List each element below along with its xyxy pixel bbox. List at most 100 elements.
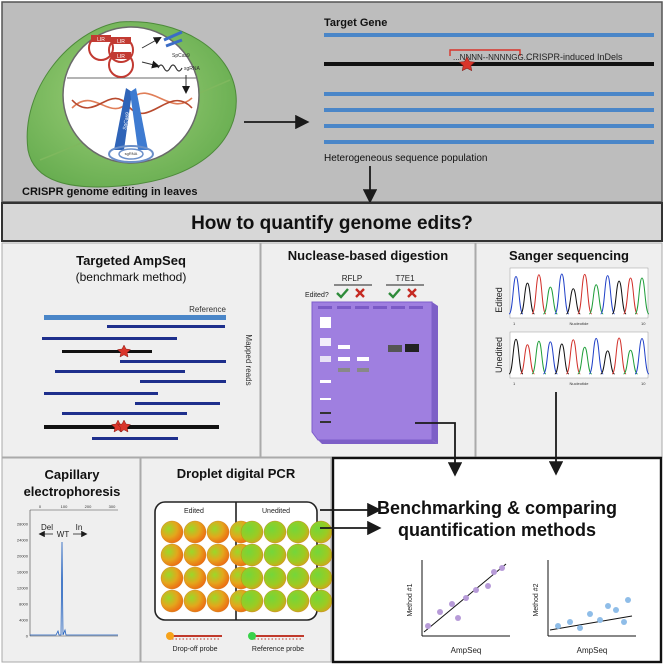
target-gene-label: Target Gene xyxy=(324,17,387,29)
scatter2-point xyxy=(625,597,631,603)
scatter1-point xyxy=(449,601,455,607)
cas9-label: SpCas9 xyxy=(122,112,131,131)
t7e1-check-icon xyxy=(388,288,401,299)
chromatogram-peak xyxy=(611,280,627,315)
ampseq-title: Targeted AmpSeq xyxy=(76,253,186,268)
read-4 xyxy=(55,370,185,373)
mapped-reads xyxy=(42,325,226,440)
chromatogram-peak xyxy=(623,349,639,375)
droplet xyxy=(309,589,333,613)
chromatogram-peak xyxy=(565,339,581,375)
rflp-check-icon xyxy=(336,288,349,299)
chromatogram-peak xyxy=(519,344,535,375)
scatter2-point xyxy=(577,625,583,631)
droplet xyxy=(263,589,287,613)
droplets-unedited xyxy=(240,520,333,613)
ce-trace xyxy=(30,541,118,636)
chromatogram-peak xyxy=(565,288,581,315)
read-8 xyxy=(62,412,187,415)
chromatogram-edited xyxy=(509,267,649,319)
droplet xyxy=(206,543,230,567)
droplet xyxy=(309,566,333,590)
scatter2-point xyxy=(555,623,561,629)
reference-label: Reference xyxy=(189,305,226,314)
reference-read xyxy=(44,315,226,320)
sanger-peaks-edited xyxy=(508,273,650,315)
ce-y-tick: 24000 xyxy=(17,538,29,543)
benchmark-title-line1: Benchmarking & comparing xyxy=(377,498,617,518)
chromatogram-peak xyxy=(634,277,650,315)
indel-label: CRISPR-induced InDels xyxy=(526,52,623,62)
ce-x-tick: 300 xyxy=(109,504,116,509)
ce-y-tick: 8000 xyxy=(19,602,29,607)
chromatogram-peak xyxy=(531,340,547,375)
ddpcr-title: Droplet digital PCR xyxy=(177,466,296,481)
read-9 xyxy=(92,437,178,440)
chromatogram-peak xyxy=(600,350,615,375)
gel-bands xyxy=(338,344,419,372)
scatter2-point xyxy=(587,611,593,617)
scatter2-ylabel: Method #2 xyxy=(533,583,540,616)
scatter1-point xyxy=(455,615,461,621)
droplet xyxy=(240,543,264,567)
indel-bracket xyxy=(449,49,521,56)
gel-ladder xyxy=(320,317,331,423)
droplet xyxy=(263,520,287,544)
droplet xyxy=(183,589,207,613)
rflp-cross-icon xyxy=(355,288,365,298)
chromatogram-peak xyxy=(508,276,524,315)
population-label: Heterogeneous sequence population xyxy=(324,153,487,164)
droplet xyxy=(183,520,207,544)
t7e1-label: T7E1 xyxy=(395,274,415,283)
benchmark-panel xyxy=(331,456,663,664)
chromatogram-peak xyxy=(588,284,604,315)
sanger-title: Sanger sequencing xyxy=(509,248,629,263)
reference-probe-icon xyxy=(248,632,304,640)
mapped-reads-label: Mapped reads xyxy=(244,334,253,385)
droplet xyxy=(263,566,287,590)
scatter1-point xyxy=(425,623,431,629)
sanger-peaks-unedited xyxy=(508,337,650,375)
droplet xyxy=(183,566,207,590)
scatter-plot-method1 xyxy=(421,560,510,637)
chromatogram-peak xyxy=(577,273,593,315)
lir-replicon-1: LIR xyxy=(108,37,134,63)
spcas9-label: SpCas9 xyxy=(172,53,190,59)
reference-probe-label: Reference probe xyxy=(252,646,304,653)
scatter1-point xyxy=(491,569,497,575)
ce-y-tick: 20000 xyxy=(17,554,29,559)
sanger-unedited-tick-end: 10 xyxy=(641,381,646,386)
sgrna-icon xyxy=(157,64,183,72)
t7e1-cross-icon xyxy=(407,288,417,298)
lir-replicon-3: LIR xyxy=(108,52,134,78)
sanger-edited-xaxis-label: Nucleotide xyxy=(570,321,590,326)
chromatogram-unedited xyxy=(509,331,649,379)
ce-del-label: Del xyxy=(41,523,53,532)
population-allele-2 xyxy=(324,108,654,112)
scatter1-point xyxy=(485,583,491,589)
sanger-unedited-xaxis-label: Nucleotide xyxy=(570,381,590,386)
reference-allele-bar xyxy=(324,33,654,37)
population-allele-3 xyxy=(324,124,654,128)
chromatogram-peak xyxy=(577,346,593,375)
droplet xyxy=(286,566,310,590)
read-3 xyxy=(120,360,226,363)
expression-arrow-1 xyxy=(141,37,162,49)
dropoff-probe-icon xyxy=(166,632,222,640)
scatter2-point xyxy=(605,603,611,609)
chromatogram-peak xyxy=(600,275,616,315)
capillary-title-line2: electrophoresis xyxy=(24,484,121,499)
population-allele-1 xyxy=(324,92,654,96)
edit-star-1 xyxy=(116,344,132,358)
droplet xyxy=(240,566,264,590)
expression-arrow-2 xyxy=(141,60,160,69)
ce-y-tick: 0 xyxy=(26,634,29,639)
gel-image xyxy=(311,301,438,444)
cut-site-star xyxy=(458,56,476,72)
chromatogram-peak xyxy=(554,273,570,315)
scatter2-point xyxy=(597,617,603,623)
question-banner xyxy=(1,202,663,242)
scatter2-point xyxy=(613,607,619,613)
sanger-unedited-label: Unedited xyxy=(494,337,504,373)
